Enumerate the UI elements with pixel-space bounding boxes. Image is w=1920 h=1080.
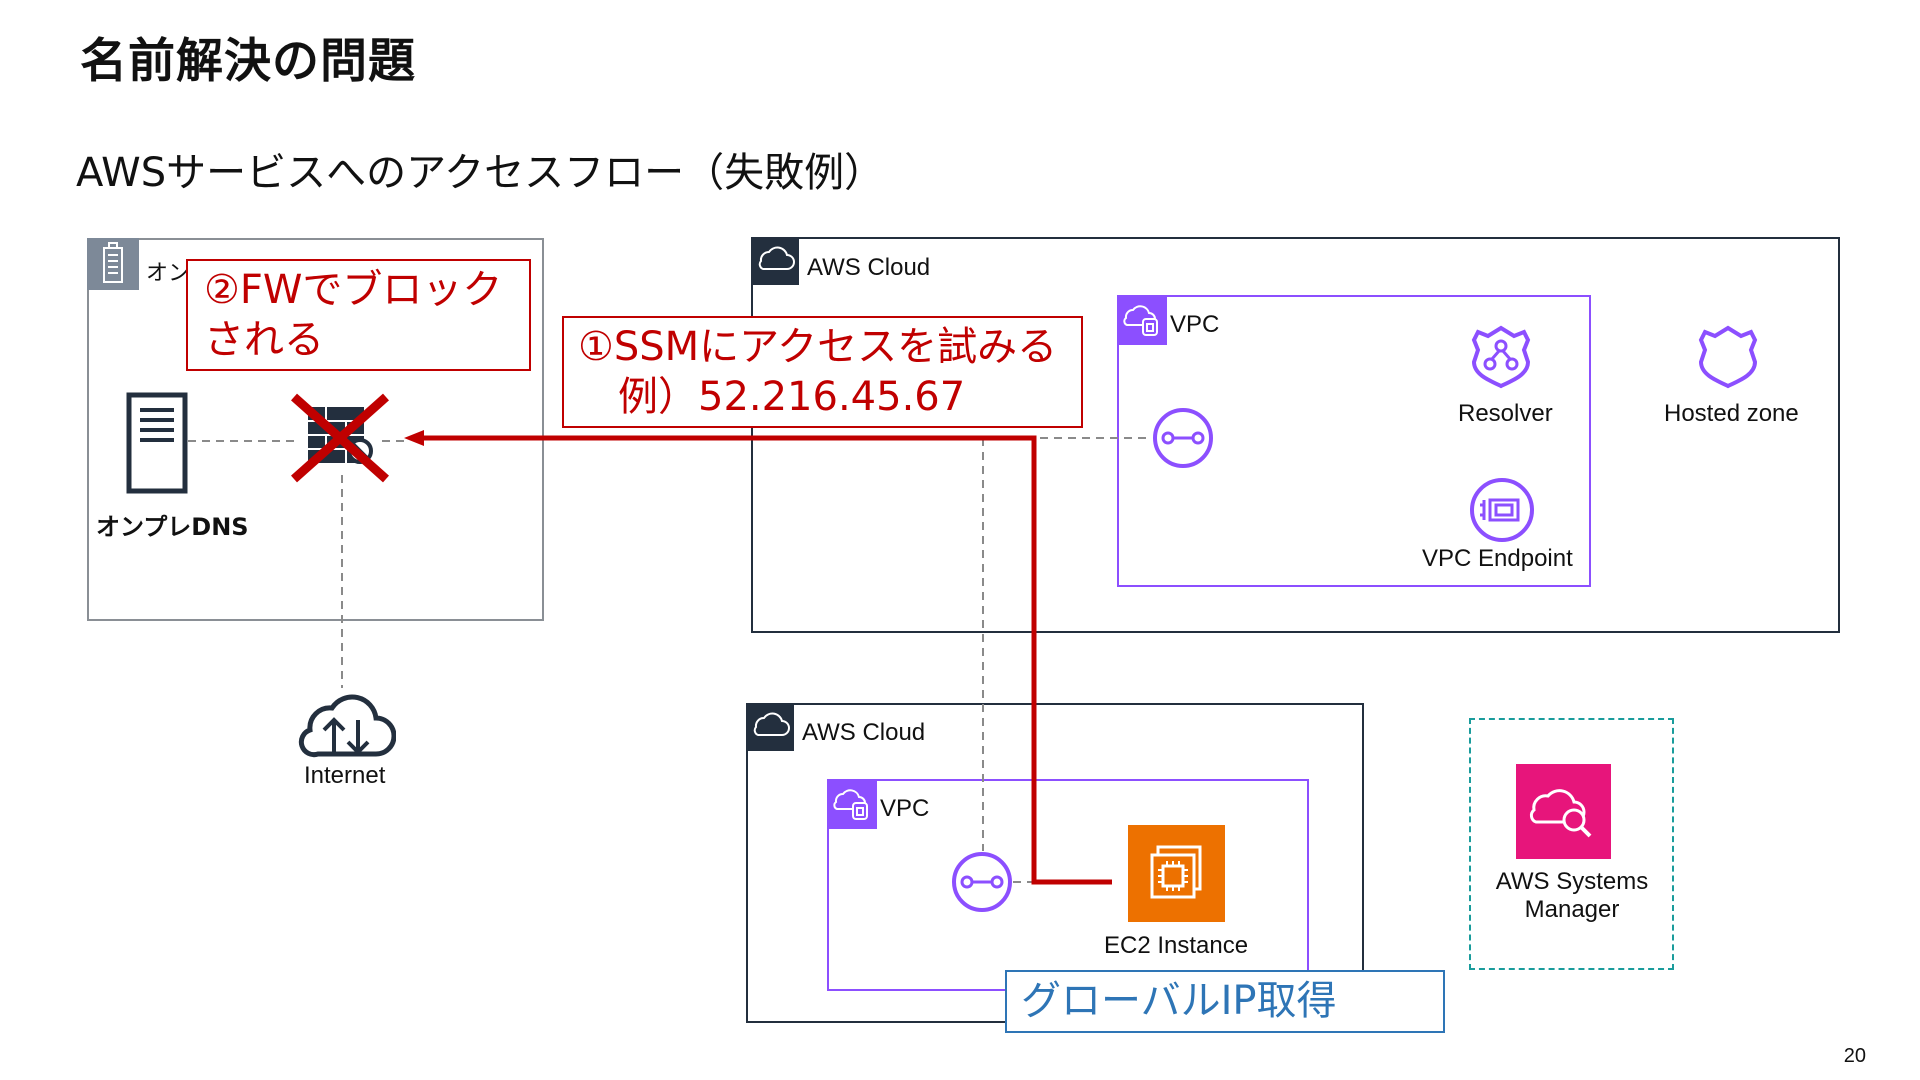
- resolver-icon: [1466, 322, 1536, 397]
- resolver-label: Resolver: [1458, 400, 1553, 427]
- red-flow-arrowhead: [404, 430, 424, 446]
- page-number: 20: [1843, 1045, 1866, 1067]
- ssm-access-callout-line1: ①SSMにアクセスを試みる: [578, 324, 1058, 370]
- hosted-zone-label: Hosted zone: [1664, 400, 1799, 427]
- fw-block-callout: ②FWでブロック される: [186, 259, 531, 371]
- vpc-endpoint-icon: [1468, 476, 1536, 549]
- vpc-icon: [827, 779, 877, 829]
- hosted-zone-icon: [1693, 322, 1763, 397]
- systems-manager-group: [1469, 718, 1674, 970]
- endpoint-icon: [951, 851, 1013, 918]
- vpc-endpoint-label: VPC Endpoint: [1422, 545, 1573, 572]
- slide-subtitle: AWSサービスへのアクセスフロー（失敗例）: [76, 150, 885, 196]
- ec2-icon: [1128, 825, 1225, 922]
- onprem-dns-label: オンプレDNS: [96, 513, 249, 541]
- ssm-access-callout-line2: 例）52.216.45.67: [618, 374, 966, 420]
- red-flow-arrow: [422, 435, 1112, 885]
- aws-cloud-top-group: [751, 237, 1840, 633]
- ec2-label: EC2 Instance: [1104, 932, 1249, 959]
- fw-block-callout-line2: される: [204, 317, 324, 363]
- internet-icon: [296, 690, 397, 763]
- server-icon: [126, 392, 188, 499]
- slide-title: 名前解決の問題: [80, 34, 416, 89]
- ssm-access-callout: ①SSMにアクセスを試みる 例）52.216.45.67: [562, 316, 1083, 428]
- global-ip-callout: グローバルIP取得: [1005, 970, 1445, 1033]
- systems-manager-label: AWS Systems Manager: [1482, 868, 1662, 924]
- aws-cloud-bottom-label: AWS Cloud: [802, 719, 926, 746]
- cloud-icon: [751, 237, 799, 285]
- fw-block-callout-line1: ②FWでブロック: [204, 267, 503, 313]
- endpoint-icon: [1152, 407, 1214, 474]
- systems-manager-label-line1: AWS Systems: [1495, 868, 1649, 895]
- vpc-icon: [1117, 295, 1167, 345]
- vpc-top-group: [1117, 295, 1591, 587]
- building-icon: [87, 238, 139, 290]
- systems-manager-label-line2: Manager: [1524, 896, 1620, 923]
- cloud-icon: [746, 703, 794, 751]
- blocked-x-icon: [286, 393, 394, 488]
- vpc-bottom-label: VPC: [880, 795, 930, 822]
- internet-label: Internet: [304, 762, 386, 789]
- vpc-top-label: VPC: [1170, 311, 1220, 338]
- onprem-group: [87, 238, 544, 621]
- systems-manager-icon: [1516, 764, 1611, 859]
- aws-cloud-top-label: AWS Cloud: [807, 254, 931, 281]
